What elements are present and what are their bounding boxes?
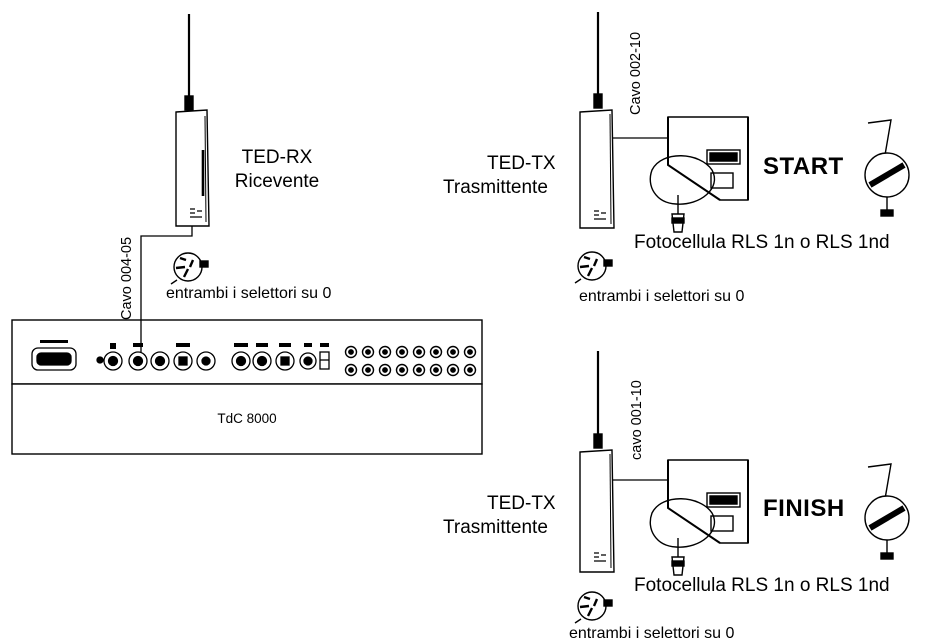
finish-photocell [649, 459, 749, 576]
tdc8000-label: TdC 8000 [217, 411, 277, 426]
start-selector-switch-icon [574, 251, 613, 284]
finish-transmitter [579, 351, 668, 573]
start-target-icon [864, 119, 910, 217]
tdc8000-connector-panel [31, 340, 330, 371]
finish-tx-role: Trasmittente [443, 517, 548, 538]
ted-rx-name: TED-RX [241, 147, 313, 168]
ted-rx-receiver [140, 14, 210, 352]
start-tx-role: Trasmittente [443, 177, 548, 198]
cavo-004-05-line [140, 226, 193, 352]
cavo-002-10-label: Cavo 002-10 [628, 31, 644, 115]
ted-rx-role: Ricevente [234, 171, 320, 192]
start-selector-note: entrambi i selettori su 0 [579, 288, 745, 305]
cavo-001-10-label: cavo 001-10 [629, 380, 645, 460]
finish-label: FINISH [763, 495, 845, 522]
start-transmitter [579, 12, 668, 229]
finish-target-icon [864, 463, 910, 560]
tdc8000-unit [11, 319, 483, 455]
cavo-004-05-label: Cavo 004-05 [119, 236, 135, 320]
selector-switch-icon [170, 252, 209, 285]
finish-selector-note: entrambi i selettori su 0 [569, 625, 735, 642]
start-photocell [649, 116, 749, 233]
finish-sensor-label: Fotocellula RLS 1n o RLS 1nd [634, 575, 890, 596]
start-tx-name: TED-TX [487, 153, 556, 174]
tdc8000-jack-row-bottom [344, 363, 477, 377]
start-sensor-label: Fotocellula RLS 1n o RLS 1nd [634, 232, 890, 253]
tdc8000-jack-row-top [344, 345, 477, 359]
ted-rx-selector-note: entrambi i selettori su 0 [166, 285, 332, 302]
start-label: START [763, 153, 844, 180]
finish-tx-name: TED-TX [487, 493, 556, 514]
finish-selector-switch-icon [574, 591, 613, 624]
